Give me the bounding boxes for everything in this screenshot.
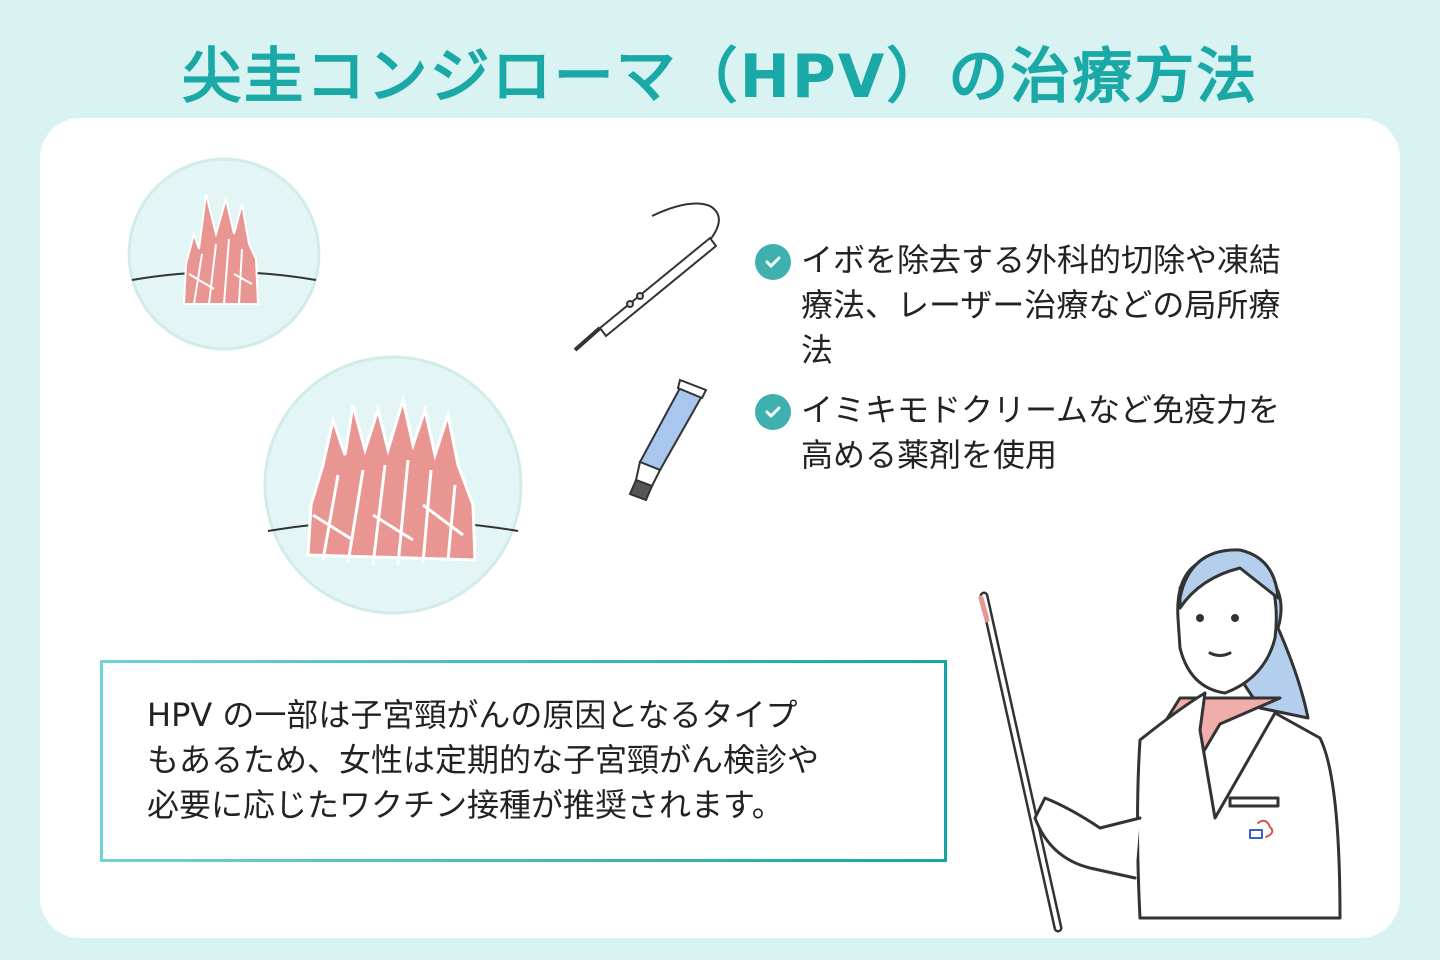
page-title: 尖圭コンジローマ（HPV）の治療方法 xyxy=(181,42,1259,112)
cream-tube-icon xyxy=(628,378,708,502)
note-line: 必要に応じたワクチン接種が推奨されます。 xyxy=(147,786,784,824)
treatment-item: イボを除去する外科的切除や凍結療法、レーザー治療などの局所療法 xyxy=(755,238,1311,373)
surgical-pen-icon xyxy=(573,202,720,352)
treatment-text: イミキモドクリームなど免疫力を高める薬剤を使用 xyxy=(801,391,1281,474)
doctor-illustration xyxy=(978,548,1342,933)
check-circle-icon xyxy=(755,244,791,280)
check-circle-icon xyxy=(755,394,791,430)
small-wart-illustration xyxy=(127,157,321,351)
treatment-text: イボを除去する外科的切除や凍結療法、レーザー治療などの局所療法 xyxy=(801,241,1282,369)
note-line: HPV の一部は子宮頸がんの原因となるタイプ xyxy=(147,696,798,734)
treatment-item: イミキモドクリームなど免疫力を高める薬剤を使用 xyxy=(755,388,1311,478)
info-note-box: HPV の一部は子宮頸がんの原因となるタイプ もあるため、女性は定期的な子宮頸が… xyxy=(100,660,947,862)
illustrations xyxy=(127,157,1342,933)
large-wart-illustration xyxy=(263,355,523,615)
note-line: もあるため、女性は定期的な子宮頸がん検診や xyxy=(147,741,820,779)
